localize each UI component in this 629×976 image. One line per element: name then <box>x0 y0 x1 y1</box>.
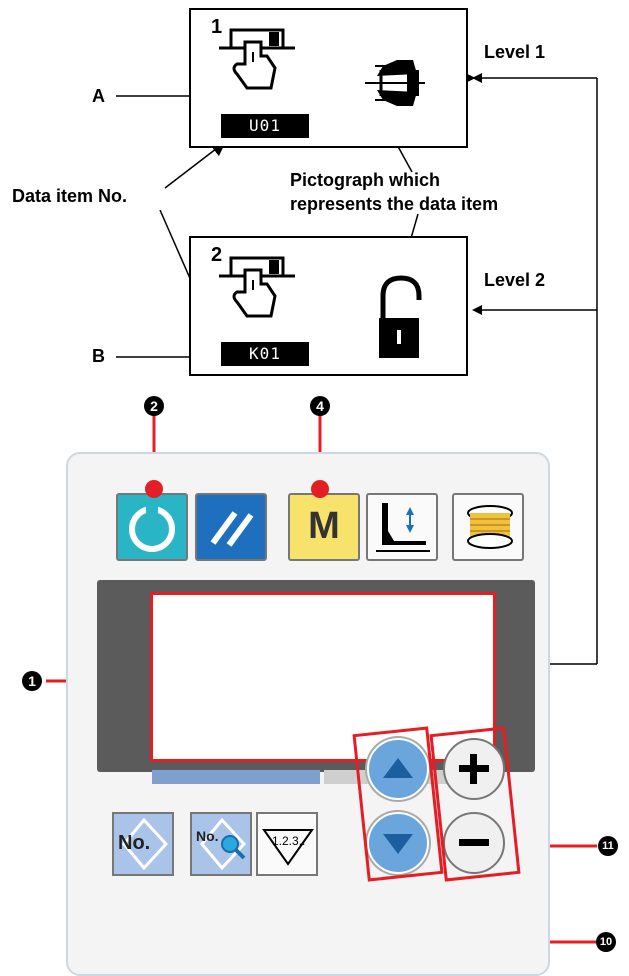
no-button-label: No. <box>118 832 151 854</box>
down-button[interactable] <box>367 812 429 874</box>
step-button[interactable]: 1.2.3.. <box>256 812 318 876</box>
data-item-label: Data item No. <box>12 186 128 206</box>
triangle-icon <box>262 829 314 866</box>
level1-label: Level 1 <box>484 42 546 62</box>
mode-key-label: M <box>308 505 340 547</box>
bobbin-icon <box>467 505 513 549</box>
level2-label: Level 2 <box>484 270 546 290</box>
triangle-down-icon <box>383 834 413 854</box>
hand-press-icon <box>219 28 295 90</box>
updown-highlight <box>352 726 444 882</box>
level1-screen: 1 U01 <box>189 8 468 148</box>
unlock-icon <box>379 275 422 358</box>
no-button[interactable]: No. <box>112 812 174 876</box>
level2-number: 2 <box>211 244 223 266</box>
no-search-button[interactable]: No. <box>190 812 252 876</box>
reset-slash-icon <box>210 511 254 547</box>
indicator-bar-blue <box>152 770 320 784</box>
bobbin-winder-key[interactable] <box>452 493 524 561</box>
presser-foot-icon <box>376 503 430 552</box>
hand-press-icon <box>219 256 295 318</box>
step-button-label: 1.2.3.. <box>272 834 306 848</box>
ready-circle-icon <box>129 501 175 552</box>
lcd-display <box>150 592 496 762</box>
plus-icon <box>459 754 489 784</box>
thread-tension-icon <box>365 60 425 106</box>
minus-icon <box>459 839 489 846</box>
callout-10: 10 <box>596 932 616 952</box>
up-button[interactable] <box>367 738 429 800</box>
callout-4: 4 <box>310 396 330 416</box>
level1-code: U01 <box>221 114 309 138</box>
label-a: A <box>92 86 105 106</box>
mode-key-highlight <box>311 480 329 498</box>
minus-button[interactable] <box>443 812 505 874</box>
level2-code: K01 <box>221 342 309 366</box>
callout-1: 1 <box>22 671 42 691</box>
triangle-up-icon <box>383 758 413 778</box>
ready-key[interactable] <box>116 493 188 561</box>
diamond-icon <box>200 817 247 871</box>
diamond-icon <box>122 817 169 871</box>
pictograph-label-line1: Pictograph which <box>290 170 441 190</box>
presser-foot-key[interactable] <box>366 493 438 561</box>
callout-11: 11 <box>598 836 618 856</box>
callout-2: 2 <box>144 396 164 416</box>
magnifier-icon <box>221 835 246 860</box>
pictograph-label-line2: represents the data item <box>290 194 499 214</box>
label-b: B <box>92 346 105 366</box>
level2-screen: 2 K01 <box>189 236 468 376</box>
level1-number: 1 <box>211 16 223 38</box>
no-search-button-label: No. <box>196 828 219 844</box>
mode-key[interactable]: M <box>288 493 360 561</box>
reset-key[interactable] <box>195 493 267 561</box>
plus-button[interactable] <box>443 738 505 800</box>
plusminus-highlight <box>429 726 521 882</box>
ready-key-highlight <box>145 480 163 498</box>
